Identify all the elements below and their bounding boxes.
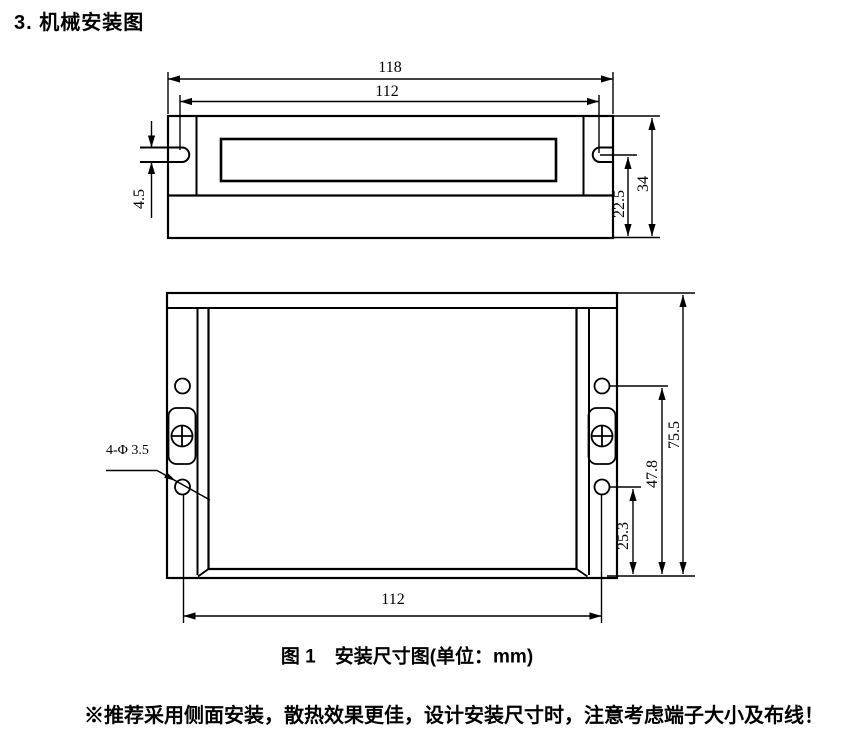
front-view <box>106 291 695 623</box>
mount-hole-bottom-right <box>593 478 611 496</box>
dim-label-118: 118 <box>378 59 402 76</box>
top-view-body-outline <box>166 114 615 240</box>
dim-label-4.5: 4.5 <box>131 189 148 209</box>
section-title: 3. 机械安装图 <box>14 12 145 34</box>
hole-callout-leader <box>106 469 211 501</box>
hole-callout-arrowhead <box>164 472 176 481</box>
front-view-left-chamfer <box>197 568 210 578</box>
front-view-dimension-lines <box>106 292 695 623</box>
top-view-dimension-lines <box>147 72 660 239</box>
front-view-right-chamfer <box>575 568 589 578</box>
mounting-holes <box>167 377 617 496</box>
hole-callout-label: 4-Φ 3.5 <box>106 443 149 458</box>
screw-slot-left <box>167 407 197 465</box>
top-view-recess-outline <box>219 137 558 183</box>
screw-slot-right <box>587 407 617 465</box>
dim-label-47.8: 47.8 <box>644 460 661 488</box>
top-view <box>140 72 660 240</box>
mounting-note: ※推荐采用侧面安装，散热效果更佳，设计安装尺寸时，注意考虑端子大小及布线！ <box>84 705 824 727</box>
dim-label-112-top: 112 <box>375 83 399 100</box>
dim-label-75.5: 75.5 <box>666 421 683 449</box>
figure-caption: 图 1 安装尺寸图(单位：mm) <box>280 646 534 668</box>
top-view-left-mount-slot <box>140 146 191 163</box>
mount-hole-top-left <box>174 377 191 395</box>
mount-hole-top-right <box>593 377 611 395</box>
dim-label-112-bottom: 112 <box>381 591 405 608</box>
dim-label-25.3: 25.3 <box>615 522 632 550</box>
front-view-body-outline <box>165 291 619 580</box>
dim-label-34: 34 <box>635 176 652 192</box>
mount-hole-bottom-left <box>174 478 191 496</box>
dim-label-22.5: 22.5 <box>611 190 628 218</box>
